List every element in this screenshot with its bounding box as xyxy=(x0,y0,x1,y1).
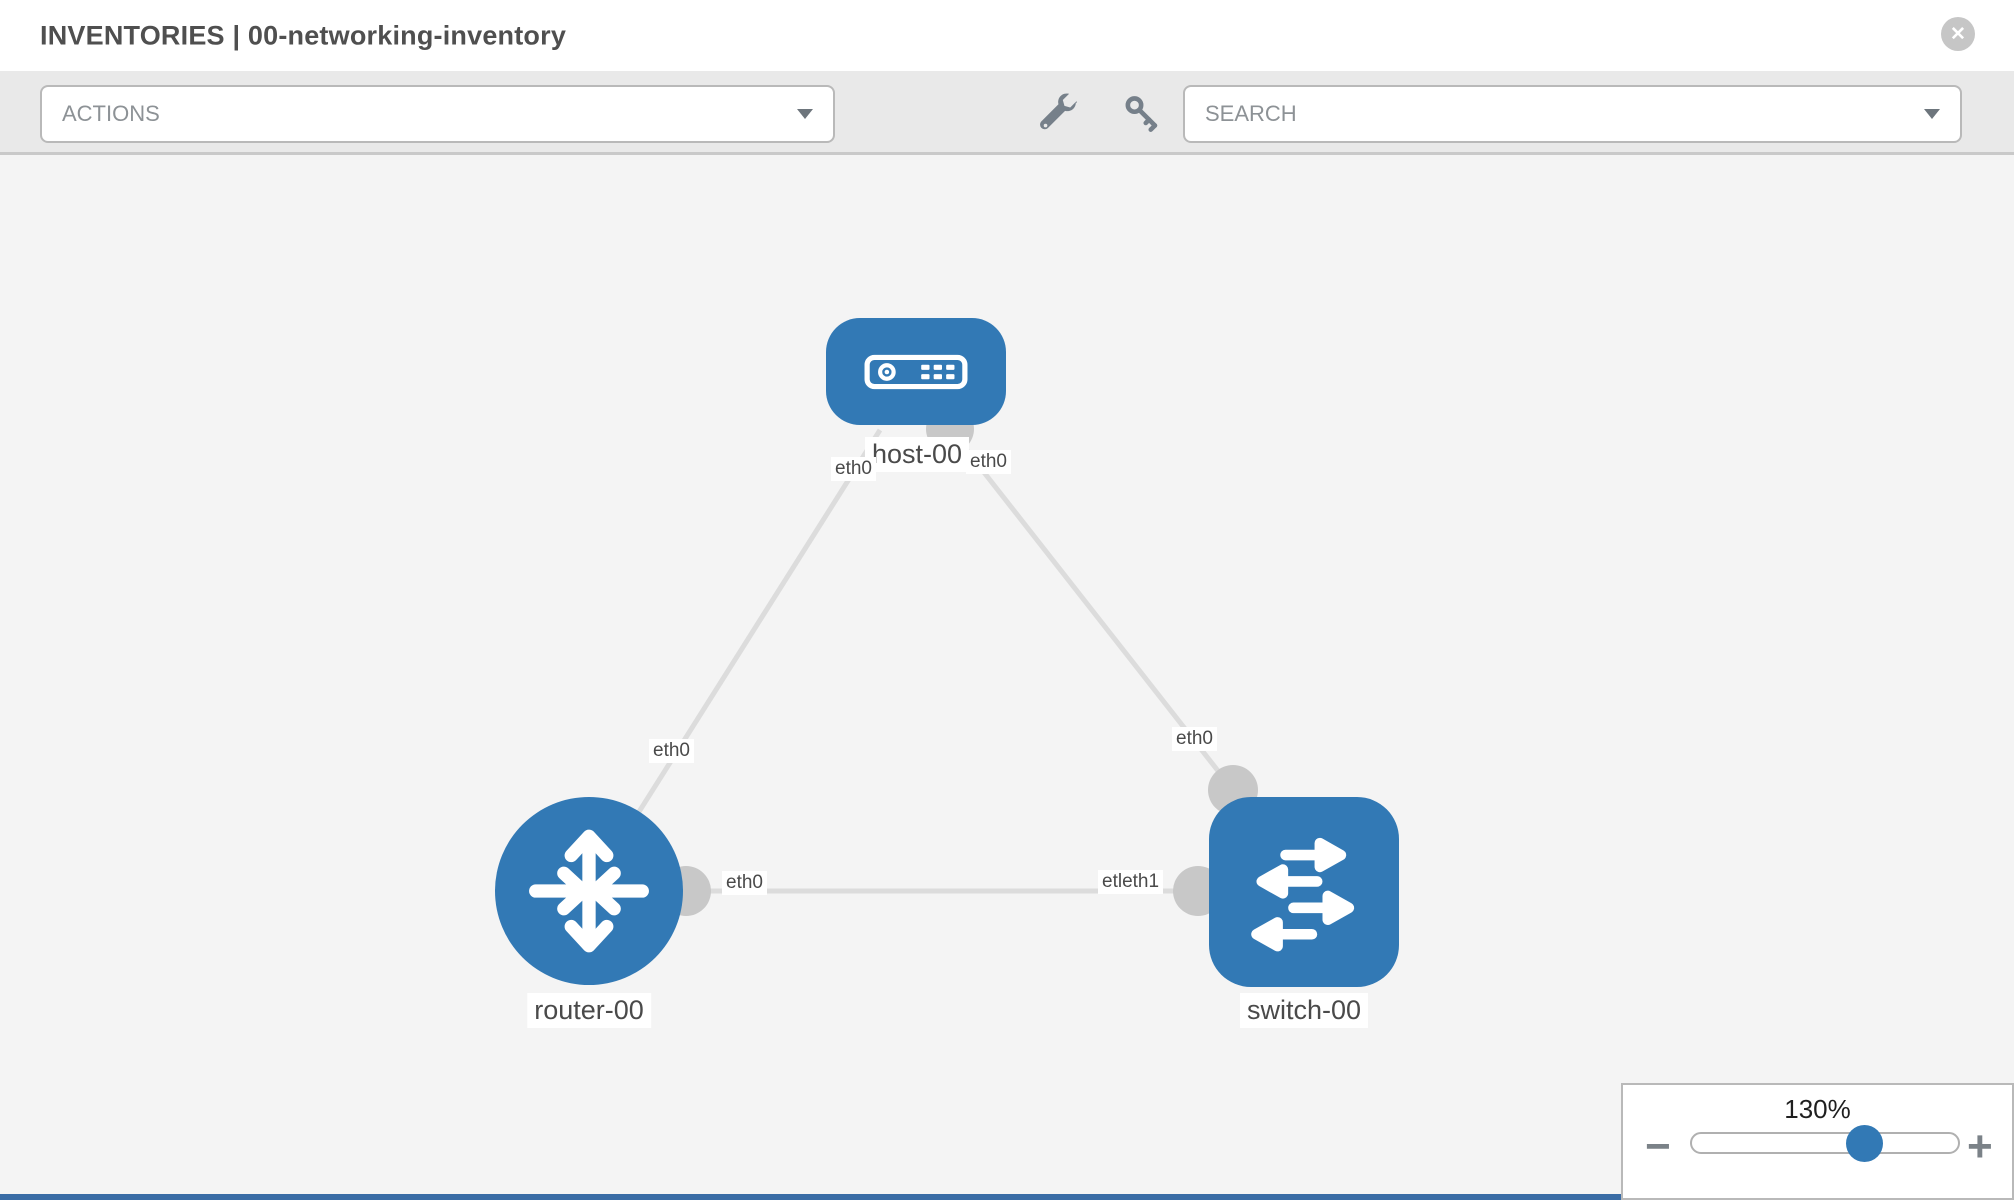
interface-label: eth0 xyxy=(649,739,694,763)
zoom-level-value: 130% xyxy=(1784,1094,1851,1124)
search-dropdown[interactable]: SEARCH xyxy=(1183,85,1962,143)
page-title: INVENTORIES | 00-networking-inventory xyxy=(40,20,567,50)
plus-icon[interactable]: + xyxy=(1967,1122,1993,1171)
switch-arrows-icon xyxy=(1251,837,1355,952)
interface-label: eth0 xyxy=(722,871,767,895)
router-arrows-icon xyxy=(529,829,649,953)
minus-icon[interactable]: − xyxy=(1645,1122,1671,1171)
key-icon[interactable] xyxy=(1118,89,1166,137)
wrench-icon[interactable] xyxy=(1034,89,1082,137)
node-router-00[interactable] xyxy=(495,797,683,985)
zoom-slider[interactable] xyxy=(1690,1125,1960,1162)
header: INVENTORIES | 00-networking-inventory ✕ xyxy=(0,0,2014,71)
topology-canvas[interactable]: host-00 router-00 switch-00 eth0 eth0 et… xyxy=(0,155,2014,1200)
chevron-down-icon xyxy=(797,109,813,119)
interface-label: eth0 xyxy=(831,457,876,481)
tool-icon-group xyxy=(1034,71,1166,155)
node-label-switch: switch-00 xyxy=(1239,993,1369,1028)
node-label-host: host-00 xyxy=(864,437,970,472)
interface-label: eth0 xyxy=(966,450,1011,474)
node-label-router: router-00 xyxy=(527,993,651,1028)
close-icon[interactable]: ✕ xyxy=(1941,17,1975,51)
node-switch-00[interactable] xyxy=(1209,797,1399,987)
node-host-00[interactable] xyxy=(826,318,1006,425)
bottom-accent-bar xyxy=(0,1194,1621,1200)
interface-label: eth0 xyxy=(1172,727,1217,751)
chevron-down-icon xyxy=(1924,109,1940,119)
topology-links-layer xyxy=(586,405,1258,916)
actions-dropdown[interactable]: ACTIONS xyxy=(40,85,835,143)
toolbar: ACTIONS SEARCH xyxy=(0,71,2014,155)
search-dropdown-label: SEARCH xyxy=(1205,101,1297,126)
interface-label: etleth1 xyxy=(1098,870,1164,894)
zoom-control-panel: 130% − + xyxy=(1621,1083,2014,1200)
zoom-slider-knob[interactable] xyxy=(1846,1125,1883,1162)
server-icon xyxy=(864,354,968,389)
actions-dropdown-label: ACTIONS xyxy=(62,101,160,126)
